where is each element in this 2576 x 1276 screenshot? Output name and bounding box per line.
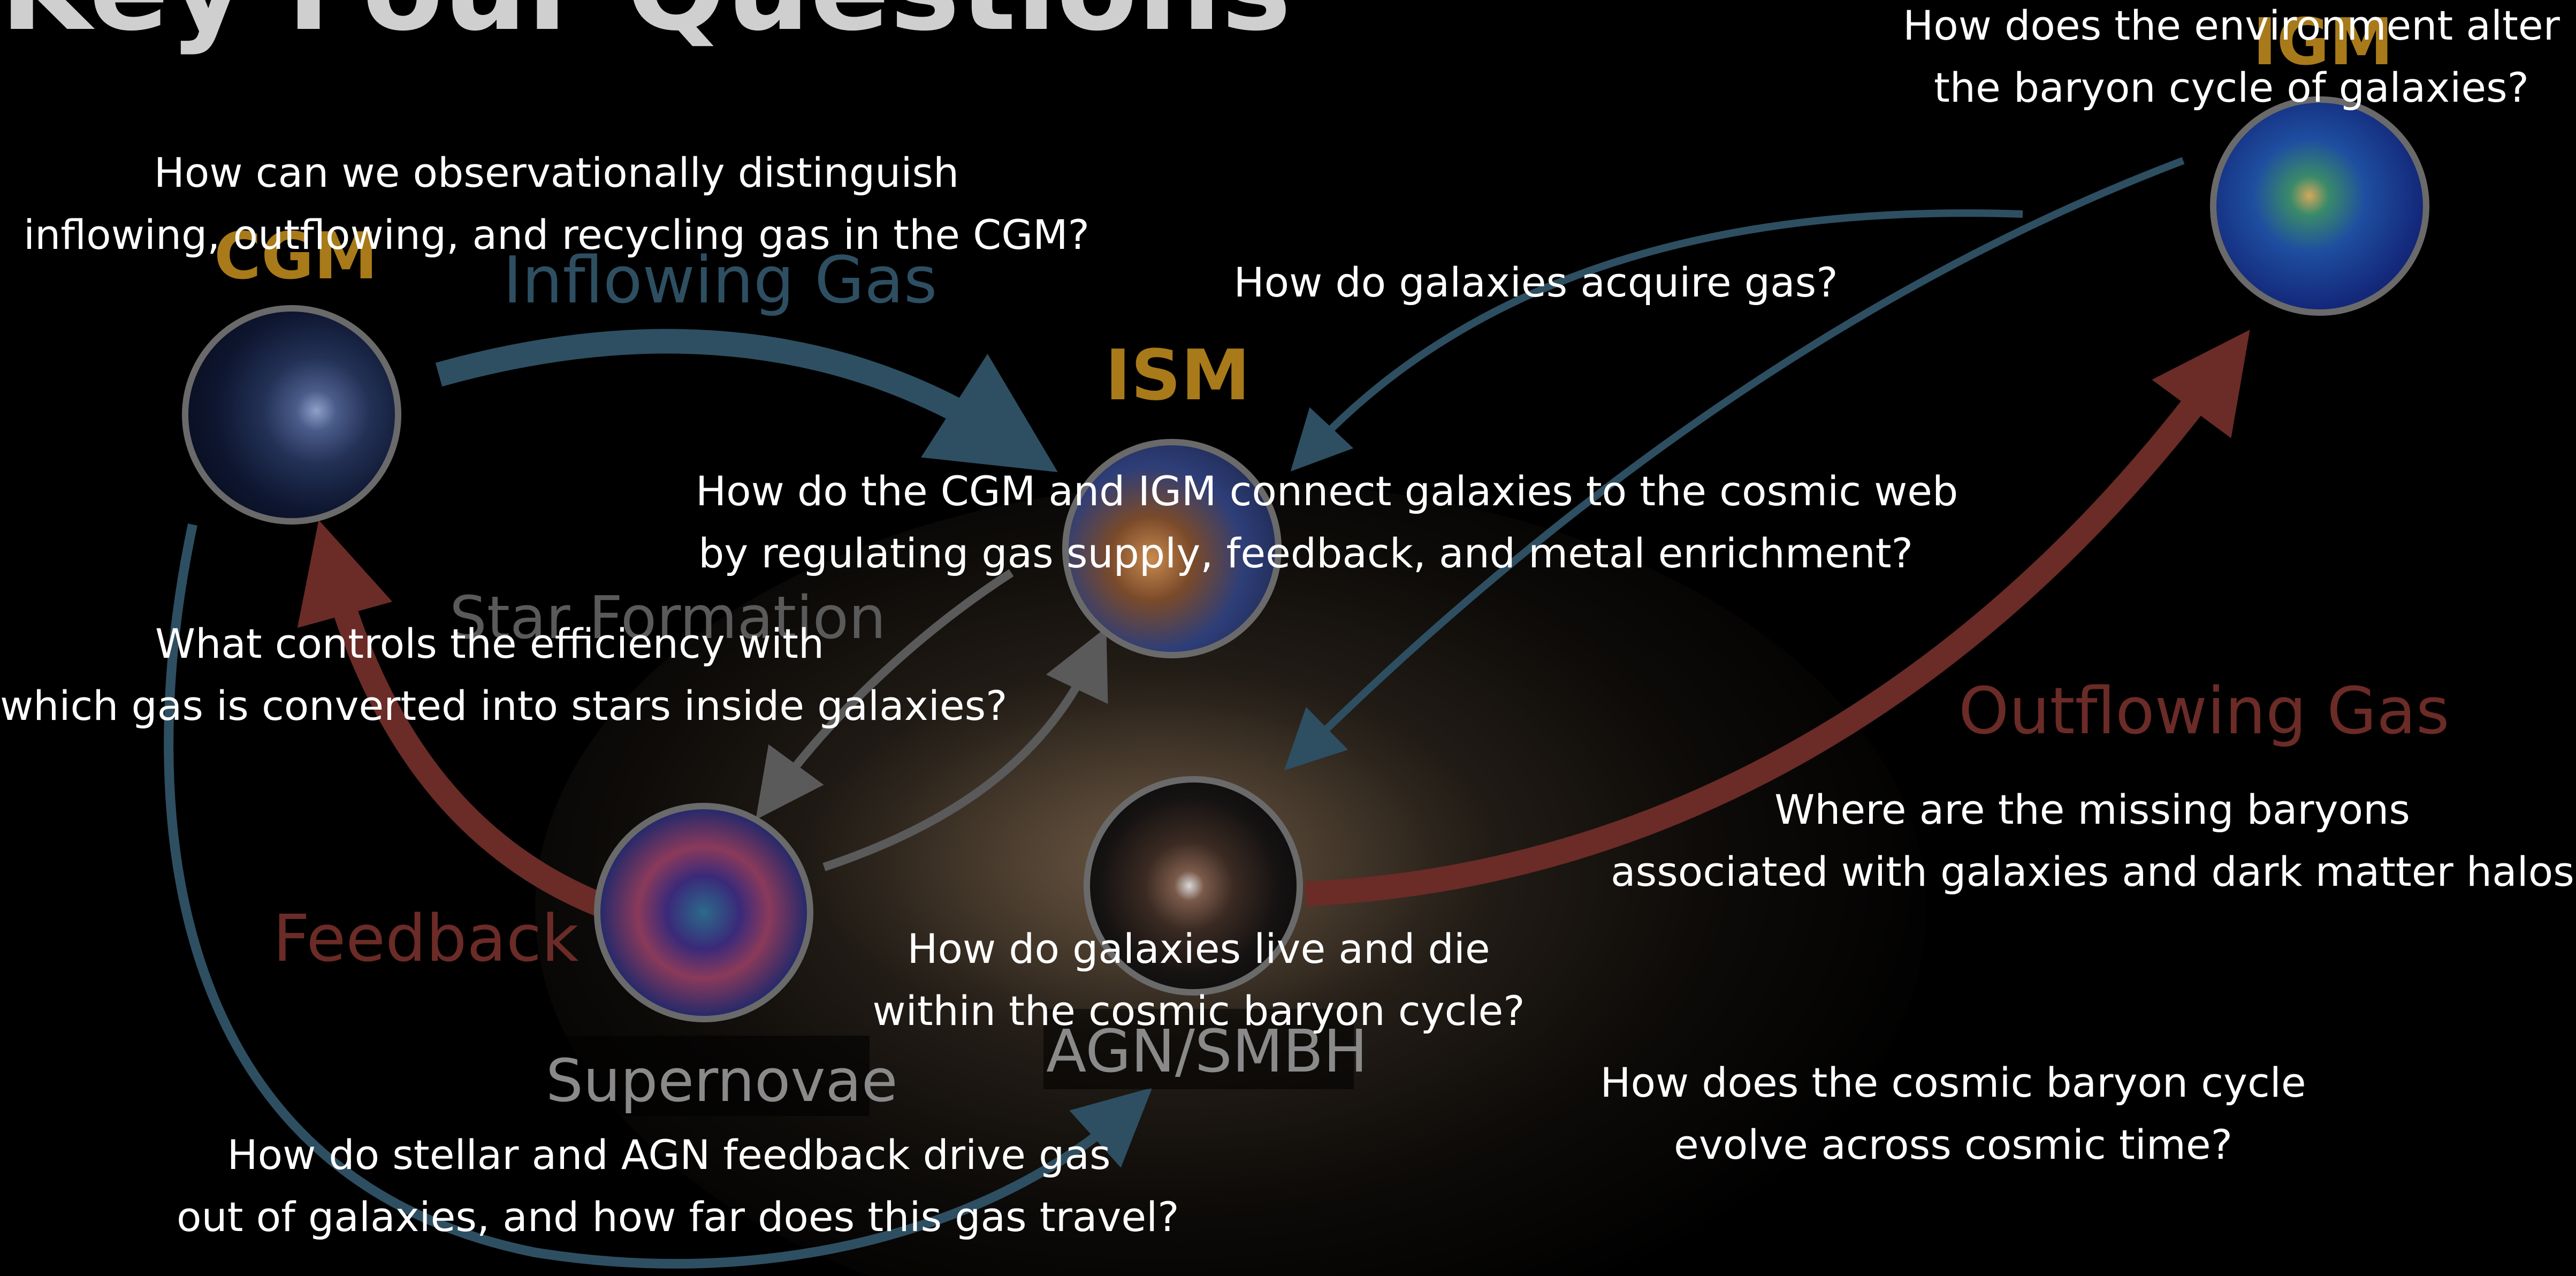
question-connect-line1: How do the CGM and IGM connect galaxies …: [696, 467, 1958, 515]
question-distinguish-line1: How can we observationally distinguish: [154, 149, 959, 196]
starformation-arrow-sn-ism: [822, 627, 1108, 871]
question-evolve-line2: evolve across cosmic time?: [1673, 1121, 2233, 1168]
inflow-arrow-cgm-ism: [435, 329, 1058, 473]
agn-label-bg: [1043, 1009, 1354, 1089]
question-environment-line2: the baryon cycle of galaxies?: [1933, 64, 2529, 111]
question-live-die-line1: How do galaxies live and die: [907, 925, 1490, 973]
igm-label: IGM: [2253, 5, 2394, 80]
question-connect: How do the CGM and IGM connect galaxies …: [696, 460, 1958, 584]
question-distinguish-line2: inflowing, outflowing, and recycling gas…: [23, 211, 1090, 259]
question-live-die: How do galaxies live and die within the …: [856, 918, 1541, 1042]
inflowing-gas-label: Inflowing Gas: [503, 244, 938, 318]
question-feedback-drive-line1: How do stellar and AGN feedback drive ga…: [227, 1131, 1111, 1179]
question-acquire: How do galaxies acquire gas?: [1215, 252, 1857, 314]
feedback-arrow-sn-cgm: [297, 520, 604, 916]
outflowing-gas-label: Outflowing Gas: [1958, 674, 2450, 749]
question-environment: How does the environment alter the baryo…: [1894, 0, 2569, 119]
igm-node-image: [2210, 96, 2429, 316]
question-missing-line1: Where are the missing baryons: [1774, 786, 2410, 833]
cgm-label: CGM: [214, 219, 378, 294]
feedback-label: Feedback: [273, 902, 579, 976]
cgm-node-image: [182, 305, 401, 525]
supernovae-label: Supernovae: [546, 1046, 898, 1115]
starformation-arrow-ism-sn: [756, 569, 1014, 820]
question-evolve-line1: How does the cosmic baryon cycle: [1600, 1059, 2306, 1106]
question-efficiency: What controls the efficiency with which …: [0, 613, 1008, 737]
supernovae-label-bg: [527, 1036, 870, 1116]
ism-label: ISM: [1105, 335, 1251, 416]
star-formation-label: Star Formation: [449, 583, 886, 652]
question-live-die-line2: within the cosmic baryon cycle?: [872, 987, 1525, 1035]
question-evolve: How does the cosmic baryon cycle evolve …: [1595, 1052, 2312, 1176]
question-acquire-line1: How do galaxies acquire gas?: [1233, 259, 1838, 306]
question-missing-line2: associated with galaxies and dark matter…: [1611, 848, 2576, 895]
question-distinguish: How can we observationally distinguish i…: [21, 142, 1092, 266]
question-feedback-drive: How do stellar and AGN feedback drive ga…: [177, 1124, 1179, 1248]
supernovae-node-image: [594, 803, 813, 1022]
question-connect-line2: by regulating gas supply, feedback, and …: [698, 529, 1913, 577]
page-title: Key Four Questions: [0, 0, 1291, 57]
agn-label: AGN/SMBH: [1046, 1017, 1368, 1085]
inflow-arrow-igm-agn: [1284, 157, 2185, 771]
question-efficiency-line1: What controls the efficiency with: [155, 620, 825, 667]
question-feedback-drive-line2: out of galaxies, and how far does this g…: [177, 1193, 1179, 1241]
outflow-arrow-agn-igm: [1305, 329, 2250, 906]
recycle-arrow-cgm-agn: [164, 523, 1153, 1269]
question-missing: Where are the missing baryons associated…: [1611, 779, 2576, 903]
inflow-arrow-igm-ism: [1290, 209, 2023, 472]
question-efficiency-line2: which gas is converted into stars inside…: [0, 682, 1008, 730]
question-environment-line1: How does the environment alter: [1903, 2, 2560, 49]
